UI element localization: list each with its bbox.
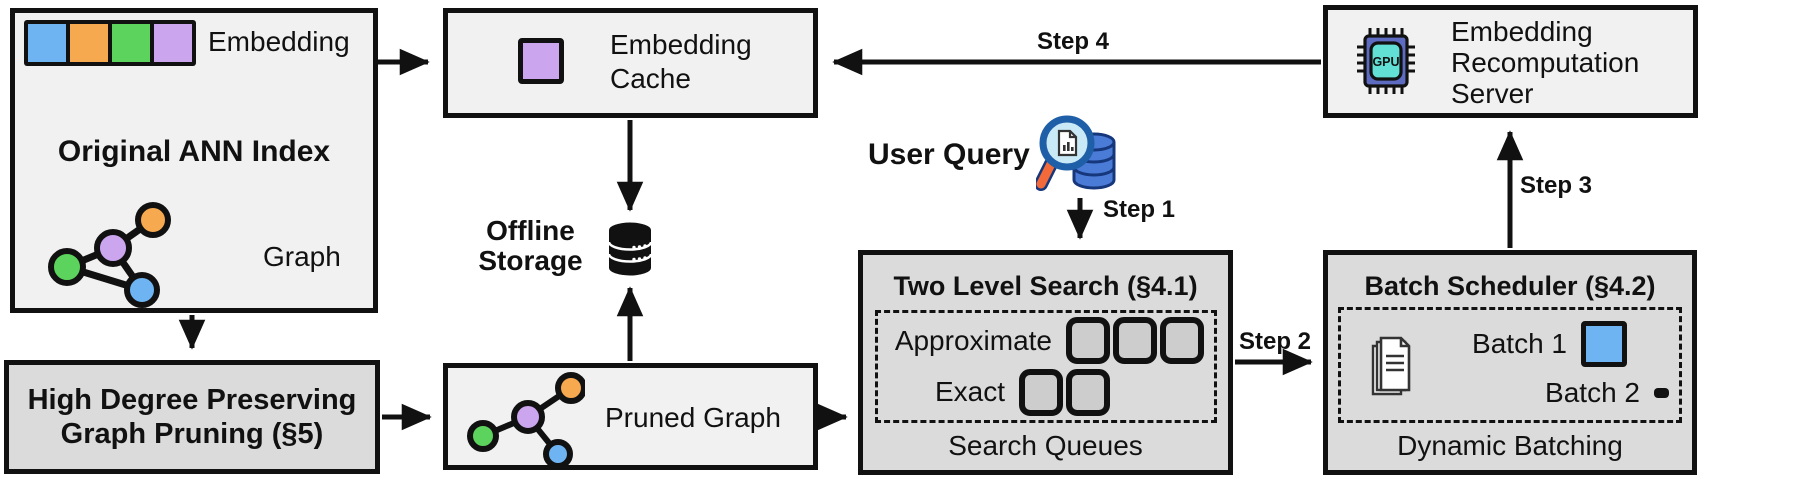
batch2-label: Batch 2 — [1545, 377, 1640, 409]
batch-scheduler-box: Batch Scheduler (§4.2) Batch 1 Batch 2 — [1323, 250, 1697, 475]
batch1-label: Batch 1 — [1472, 327, 1567, 359]
queue-slot — [1066, 317, 1110, 365]
queue-slot — [1113, 317, 1157, 365]
approximate-queue-row: Approximate — [878, 317, 1214, 365]
exact-label: Exact — [934, 376, 1005, 408]
user-query-label: User Query — [868, 138, 1030, 171]
queue-slot — [1019, 368, 1063, 416]
embedding-cell-purple — [154, 24, 192, 62]
search-queues-caption: Search Queues — [948, 430, 1143, 461]
graph-pruning-title: High Degree Preserving Graph Pruning (§5… — [27, 384, 357, 450]
step1-label: Step 1 — [1103, 196, 1176, 223]
user-query-icon — [1036, 115, 1116, 191]
documents-stack-icon — [1371, 336, 1411, 396]
step4-label: Step 4 — [1037, 28, 1110, 55]
dynamic-batching-panel: Batch 1 Batch 2 — [1338, 307, 1682, 423]
embedding-cell-blue — [28, 24, 66, 62]
embedding-cell-orange — [70, 24, 108, 62]
exact-queue-slots — [1019, 368, 1110, 416]
recomputation-server-label: Embedding Recomputation Server — [1451, 16, 1640, 109]
approximate-label: Approximate — [894, 324, 1052, 356]
pruned-graph-box: Pruned Graph — [443, 363, 818, 470]
embedding-vector-icon — [24, 20, 196, 66]
queue-slot — [1066, 368, 1110, 416]
cached-embedding-icon — [518, 38, 564, 84]
recomputation-server-box: GPU Embedding Recomputation Server — [1323, 5, 1698, 118]
graph-icon — [48, 202, 171, 308]
magnifier — [1036, 115, 1095, 191]
step2-label: Step 2 — [1239, 328, 1312, 355]
embedding-cache-label: Embedding Cache — [610, 29, 752, 94]
batch2-queries — [1654, 388, 1669, 399]
graph-pruning-box: High Degree Preserving Graph Pruning (§5… — [4, 360, 380, 474]
pruned-graph-label: Pruned Graph — [605, 402, 781, 433]
embedding-label: Embedding — [208, 26, 350, 57]
embedding-cache-box: Embedding Cache — [443, 8, 818, 118]
ann-index-title: Original ANN Index — [57, 135, 331, 168]
graph-label: Graph — [263, 241, 341, 272]
two-level-search-title: Two Level Search (§4.1) — [893, 271, 1198, 301]
search-queues-panel: Approximate Exact — [875, 310, 1217, 423]
pruned-graph-icon — [467, 372, 585, 469]
dynamic-batching-caption: Dynamic Batching — [1397, 430, 1623, 461]
document-glyph — [1057, 129, 1078, 157]
embedding-cell-green — [112, 24, 150, 62]
batch2-row: Batch 2 — [1341, 377, 1679, 409]
batch-scheduler-title: Batch Scheduler (§4.2) — [1364, 271, 1656, 301]
original-ann-index-box: Embedding Original ANN Index Graph — [10, 8, 378, 313]
batch1-query-blue — [1581, 320, 1627, 367]
queue-slot — [1160, 317, 1204, 365]
approximate-queue-slots — [1066, 317, 1204, 365]
batch1-row: Batch 1 — [1341, 320, 1679, 367]
step3-label: Step 3 — [1520, 172, 1593, 199]
gpu-chip-label: GPU — [1372, 55, 1399, 69]
exact-queue-row: Exact — [878, 368, 1214, 416]
offline-storage-label: Offline Storage — [478, 215, 583, 276]
two-level-search-box: Two Level Search (§4.1) Approximate Exac… — [858, 250, 1233, 475]
offline-storage-database-icon — [607, 222, 653, 276]
gpu-chip-icon: GPU — [1357, 28, 1415, 94]
